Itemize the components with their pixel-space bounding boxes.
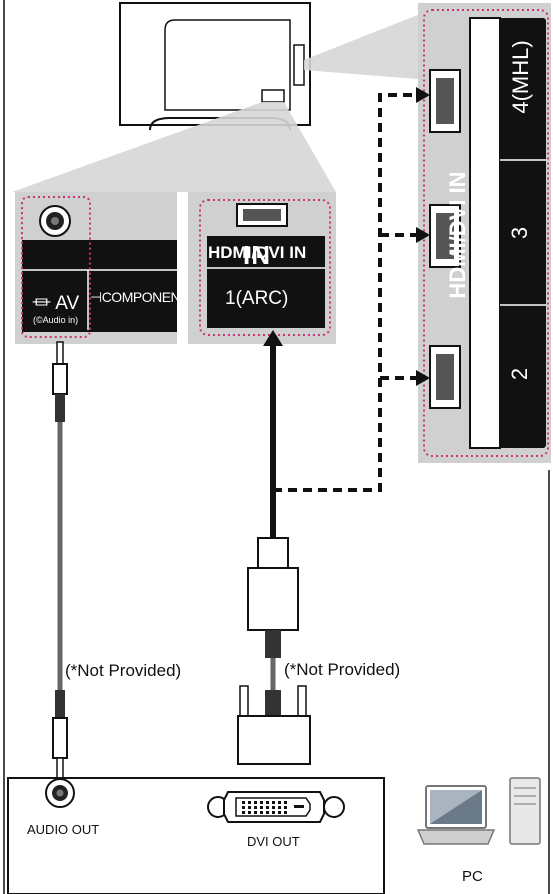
audio-out-label: AUDIO OUT <box>27 822 100 837</box>
av-highlight <box>21 196 91 338</box>
hdmi1-highlight <box>199 199 331 336</box>
optional-hdmi-routes <box>273 93 418 492</box>
tv-side-port <box>293 44 305 86</box>
source-device <box>7 777 385 894</box>
hdmi-side-panel-title: HDMI/DVI IN <box>445 171 470 299</box>
audio-cable <box>52 341 68 779</box>
audio-cable-note: (*Not Provided) <box>65 661 182 680</box>
hdmi-side-panel <box>418 3 551 463</box>
dvi-out-port <box>207 791 345 823</box>
pc-label: PC <box>462 868 483 885</box>
hdmi1-port-label: 1(ARC) <box>225 288 289 309</box>
tv-back <box>119 2 311 131</box>
arrow-port3 <box>416 227 430 243</box>
av-audio-in-label: (©Audio in) <box>33 315 79 325</box>
hdmi-port-3-label: 3 <box>507 226 532 240</box>
dvi-cable-note: (*Not Provided) <box>284 660 401 679</box>
component-port-label: ⊣COMPONENT <box>90 289 189 305</box>
arrow-port4 <box>416 87 430 103</box>
projection-side <box>304 10 430 80</box>
av-port-label: ⏛ AV <box>32 293 80 314</box>
hdmi-side-highlight <box>423 9 549 457</box>
hdmi1-panel <box>188 192 336 344</box>
dvi-out-label: DVI OUT <box>247 834 300 849</box>
tv-rear-port <box>261 89 285 103</box>
hdmi-port-4-label: 4(MHL) <box>508 40 533 114</box>
projection-rear <box>12 102 336 192</box>
av-panel-title: IN <box>243 240 271 270</box>
arrow-port2 <box>416 370 430 386</box>
pc-icon <box>416 777 541 845</box>
hdmi-dvi-cable <box>237 330 311 765</box>
hdmi1-panel-title: HDMI/DVI IN <box>208 243 307 262</box>
hdmi-port-2-label: 2 <box>507 367 532 381</box>
av-panel <box>15 192 177 344</box>
